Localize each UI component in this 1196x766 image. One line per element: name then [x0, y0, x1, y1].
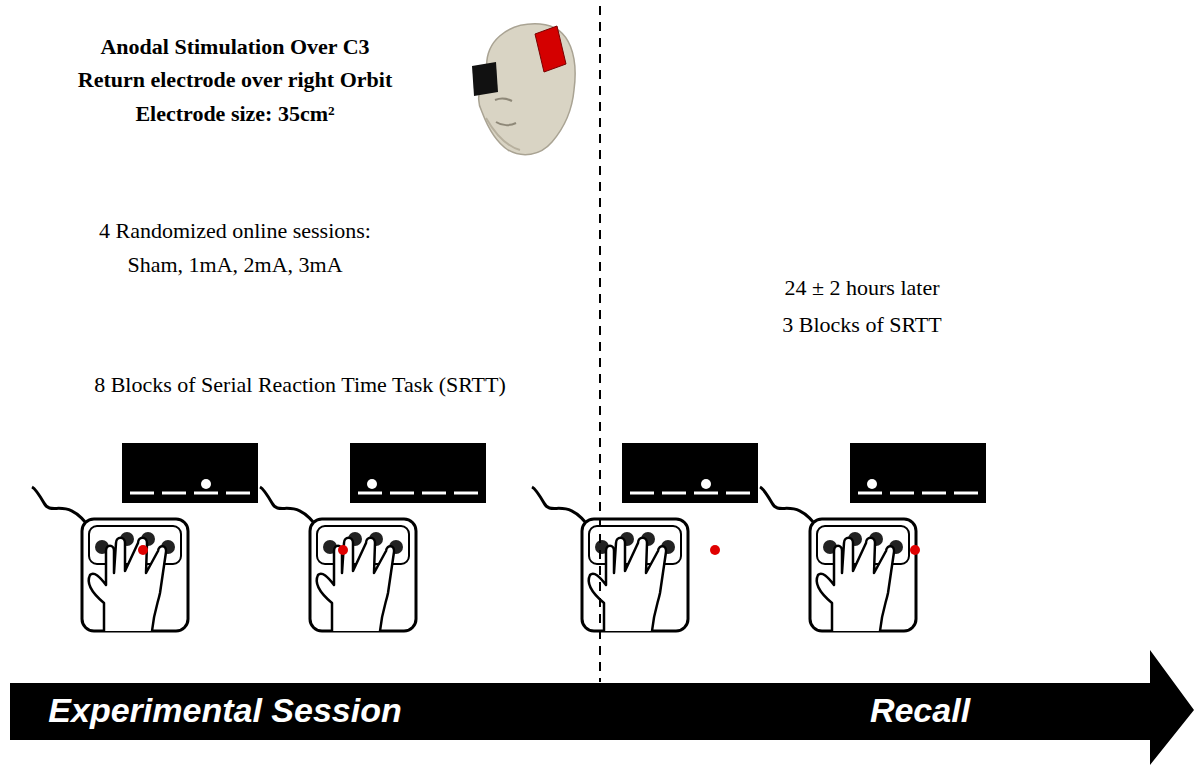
timeline-arrow: Experimental Session Recall: [0, 648, 1196, 766]
annotation-text: 3 Blocks of SRTT: [782, 308, 941, 342]
phase-label: Recall: [870, 691, 970, 730]
annotation-text: 24 ± 2 hours later: [784, 271, 939, 305]
phase-label: Experimental Session: [48, 691, 401, 730]
annotation-text: Anodal Stimulation Over C3: [100, 30, 369, 64]
annotation-text: Return electrode over right Orbit: [78, 63, 392, 97]
annotation-text: 4 Randomized online sessions: Sham, 1mA,…: [85, 214, 385, 282]
annotation-text: Electrode size: 35cm²: [135, 97, 334, 131]
annotation-text: 8 Blocks of Serial Reaction Time Task (S…: [94, 368, 506, 402]
